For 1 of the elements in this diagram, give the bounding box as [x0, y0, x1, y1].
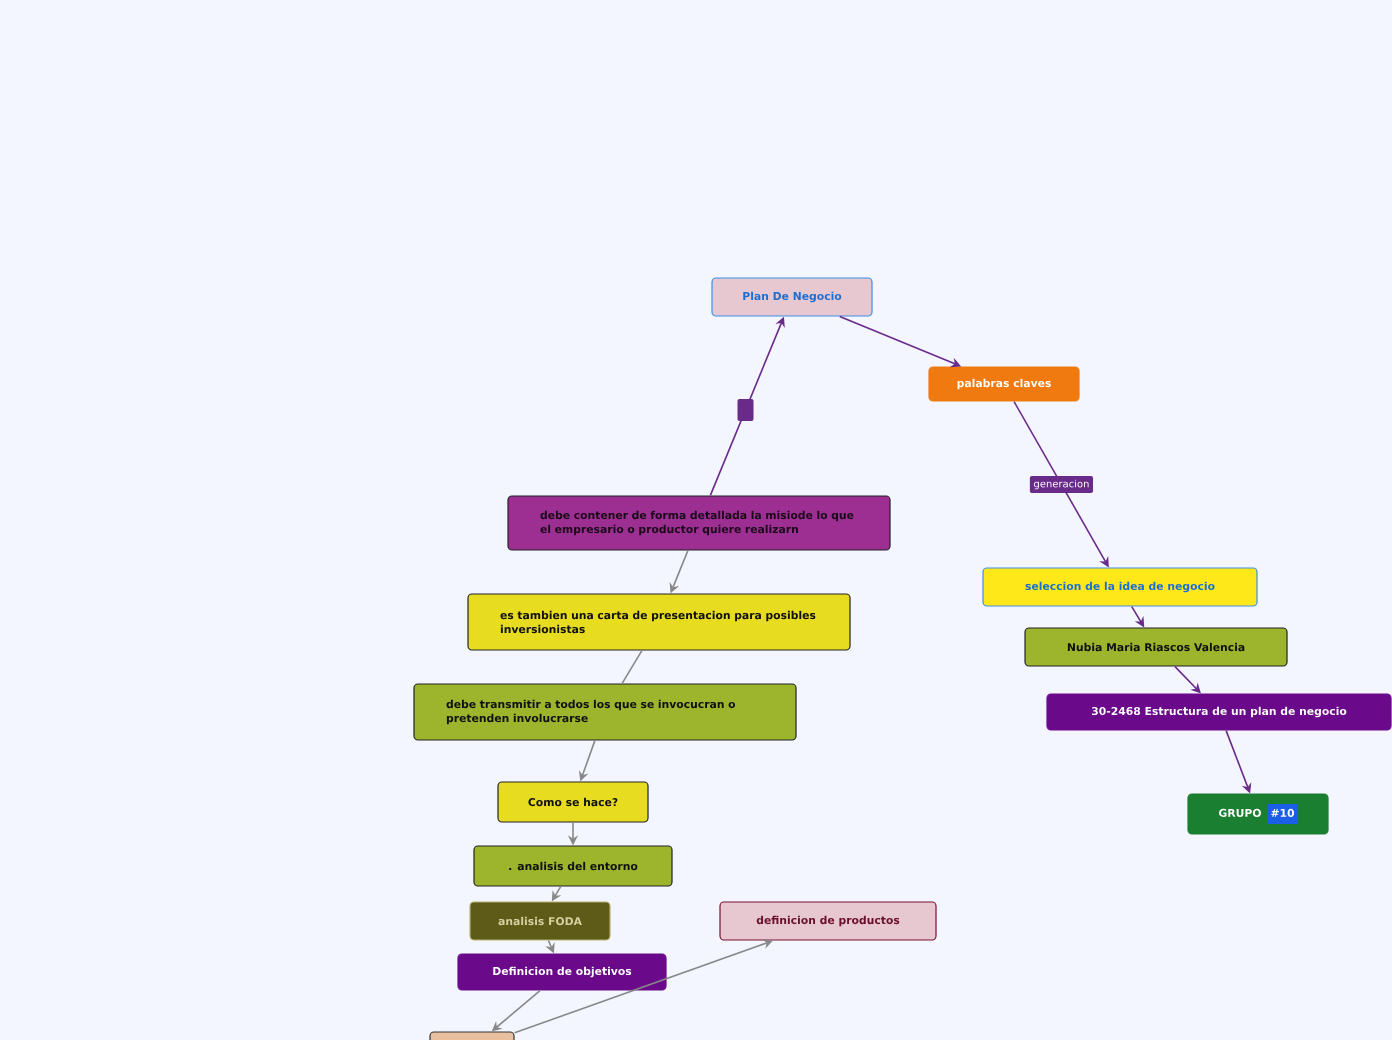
topic-box — [429, 1031, 515, 1040]
